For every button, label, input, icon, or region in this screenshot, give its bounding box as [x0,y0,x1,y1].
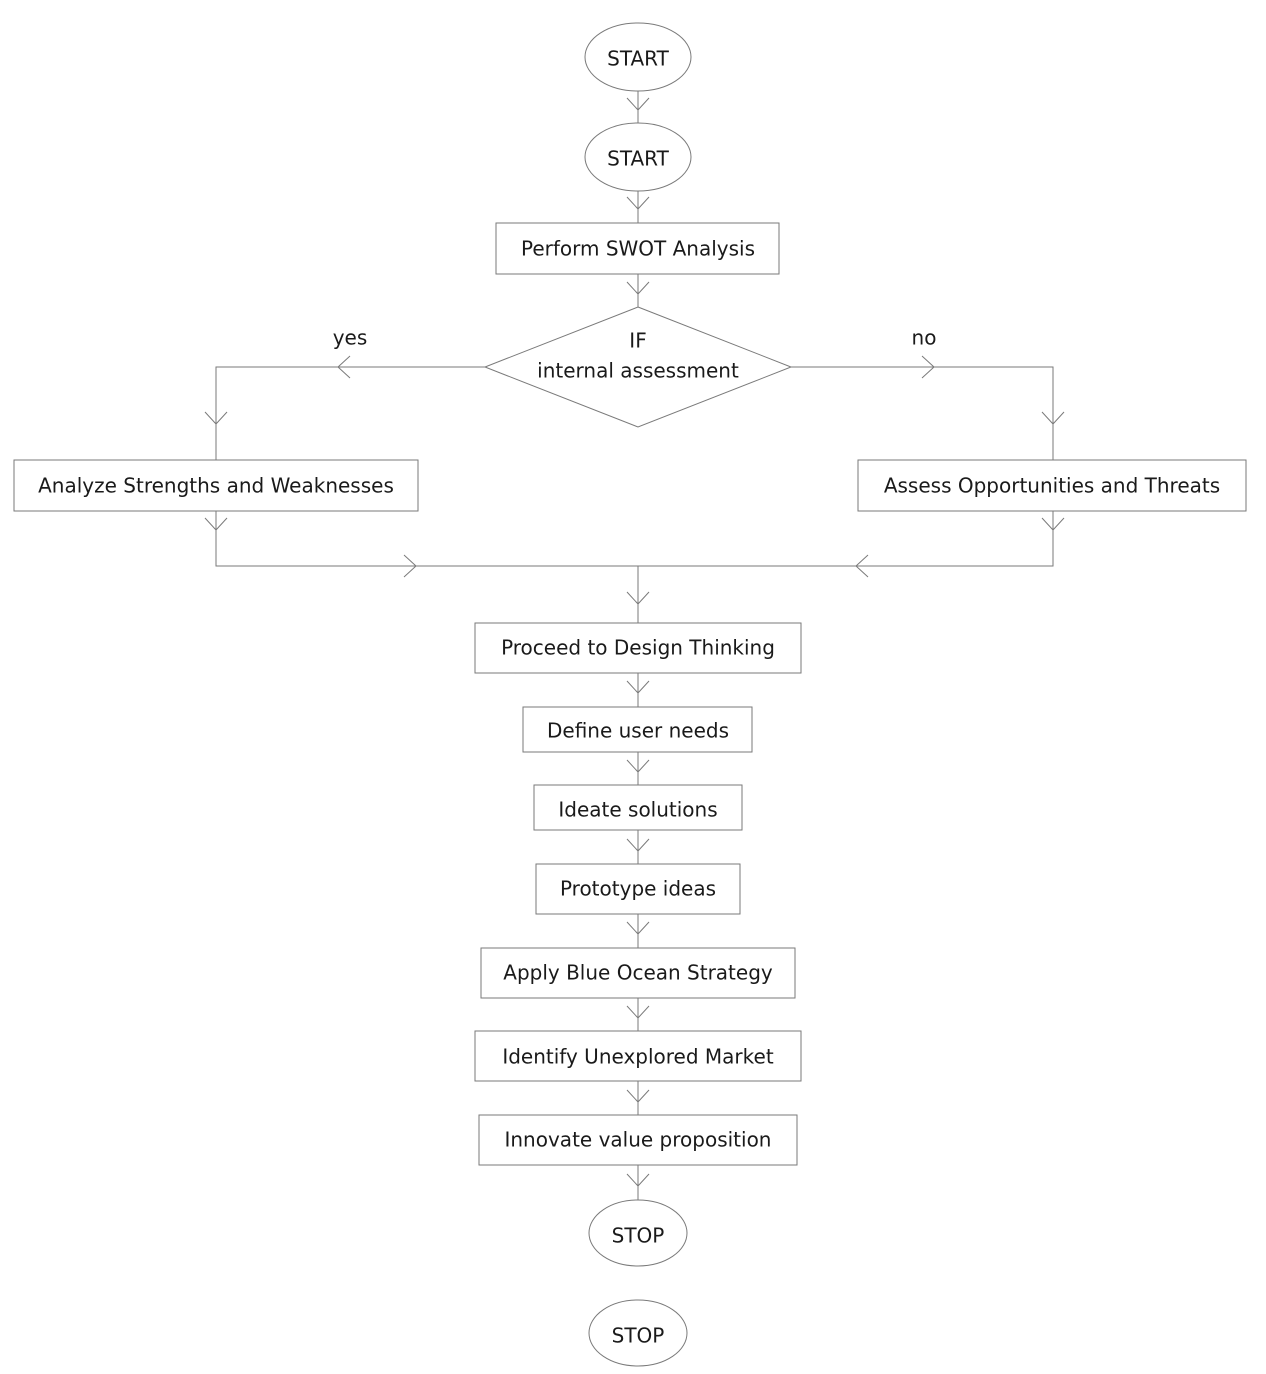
define-user-needs-step: Define user needs [522,706,753,753]
swot-analysis-step: Perform SWOT Analysis [495,222,780,275]
swot-analysis-label: Perform SWOT Analysis [521,237,755,261]
unexplored-market-step: Identify Unexplored Market [474,1030,802,1082]
chevron-left-icon [855,554,869,578]
start-node-top-label: START [607,47,669,71]
stop-node-first: STOP [588,1199,688,1267]
no-branch-label: no [912,326,937,350]
start-node-second: START [584,122,692,192]
chevron-down-icon [626,838,650,852]
chevron-right-icon [403,554,417,578]
chevron-down-icon [1041,411,1065,425]
stop-node-second: STOP [588,1299,688,1367]
innovate-value-step: Innovate value proposition [478,1114,798,1166]
chevron-left-icon [337,355,351,379]
decision-internal-assessment: IF internal assessment [483,306,793,428]
blue-ocean-step: Apply Blue Ocean Strategy [480,947,796,999]
decision-line1-label: IF [629,329,646,353]
stop-node-first-label: STOP [612,1224,665,1248]
innovate-value-label: Innovate value proposition [504,1128,771,1152]
chevron-down-icon [1041,517,1065,531]
ideate-solutions-step: Ideate solutions [533,784,743,831]
define-user-needs-label: Define user needs [547,719,729,743]
chevron-down-icon [626,1005,650,1019]
analyze-strengths-label: Analyze Strengths and Weaknesses [38,474,394,498]
chevron-down-icon [626,1173,650,1187]
analyze-strengths-step: Analyze Strengths and Weaknesses [13,459,419,512]
connector-merge-right [638,511,1054,567]
stop-node-second-label: STOP [612,1324,665,1348]
chevron-down-icon [626,921,650,935]
assess-opportunities-label: Assess Opportunities and Threats [884,474,1220,498]
yes-branch-label: yes [333,326,368,350]
chevron-down-icon [204,411,228,425]
chevron-down-icon [626,591,650,605]
chevron-down-icon [626,759,650,773]
connector-yes-branch [215,366,485,460]
design-thinking-label: Proceed to Design Thinking [501,636,775,660]
chevron-down-icon [204,517,228,531]
start-node-top: START [584,22,692,92]
prototype-ideas-label: Prototype ideas [560,877,716,901]
chevron-down-icon [626,281,650,295]
decision-line2-label: internal assessment [537,359,739,383]
prototype-ideas-step: Prototype ideas [535,863,741,915]
connector-merge-left [215,511,638,567]
design-thinking-step: Proceed to Design Thinking [474,622,802,674]
unexplored-market-label: Identify Unexplored Market [502,1045,773,1069]
start-node-second-label: START [607,147,669,171]
chevron-down-icon [626,680,650,694]
ideate-solutions-label: Ideate solutions [558,798,717,822]
arrow-heads [204,97,1065,1187]
chevron-down-icon [626,196,650,210]
blue-ocean-label: Apply Blue Ocean Strategy [503,961,773,985]
connector-no-branch [791,366,1054,460]
chevron-right-icon [921,355,935,379]
assess-opportunities-step: Assess Opportunities and Threats [857,459,1247,512]
chevron-down-icon [626,1089,650,1103]
chevron-down-icon [626,97,650,111]
